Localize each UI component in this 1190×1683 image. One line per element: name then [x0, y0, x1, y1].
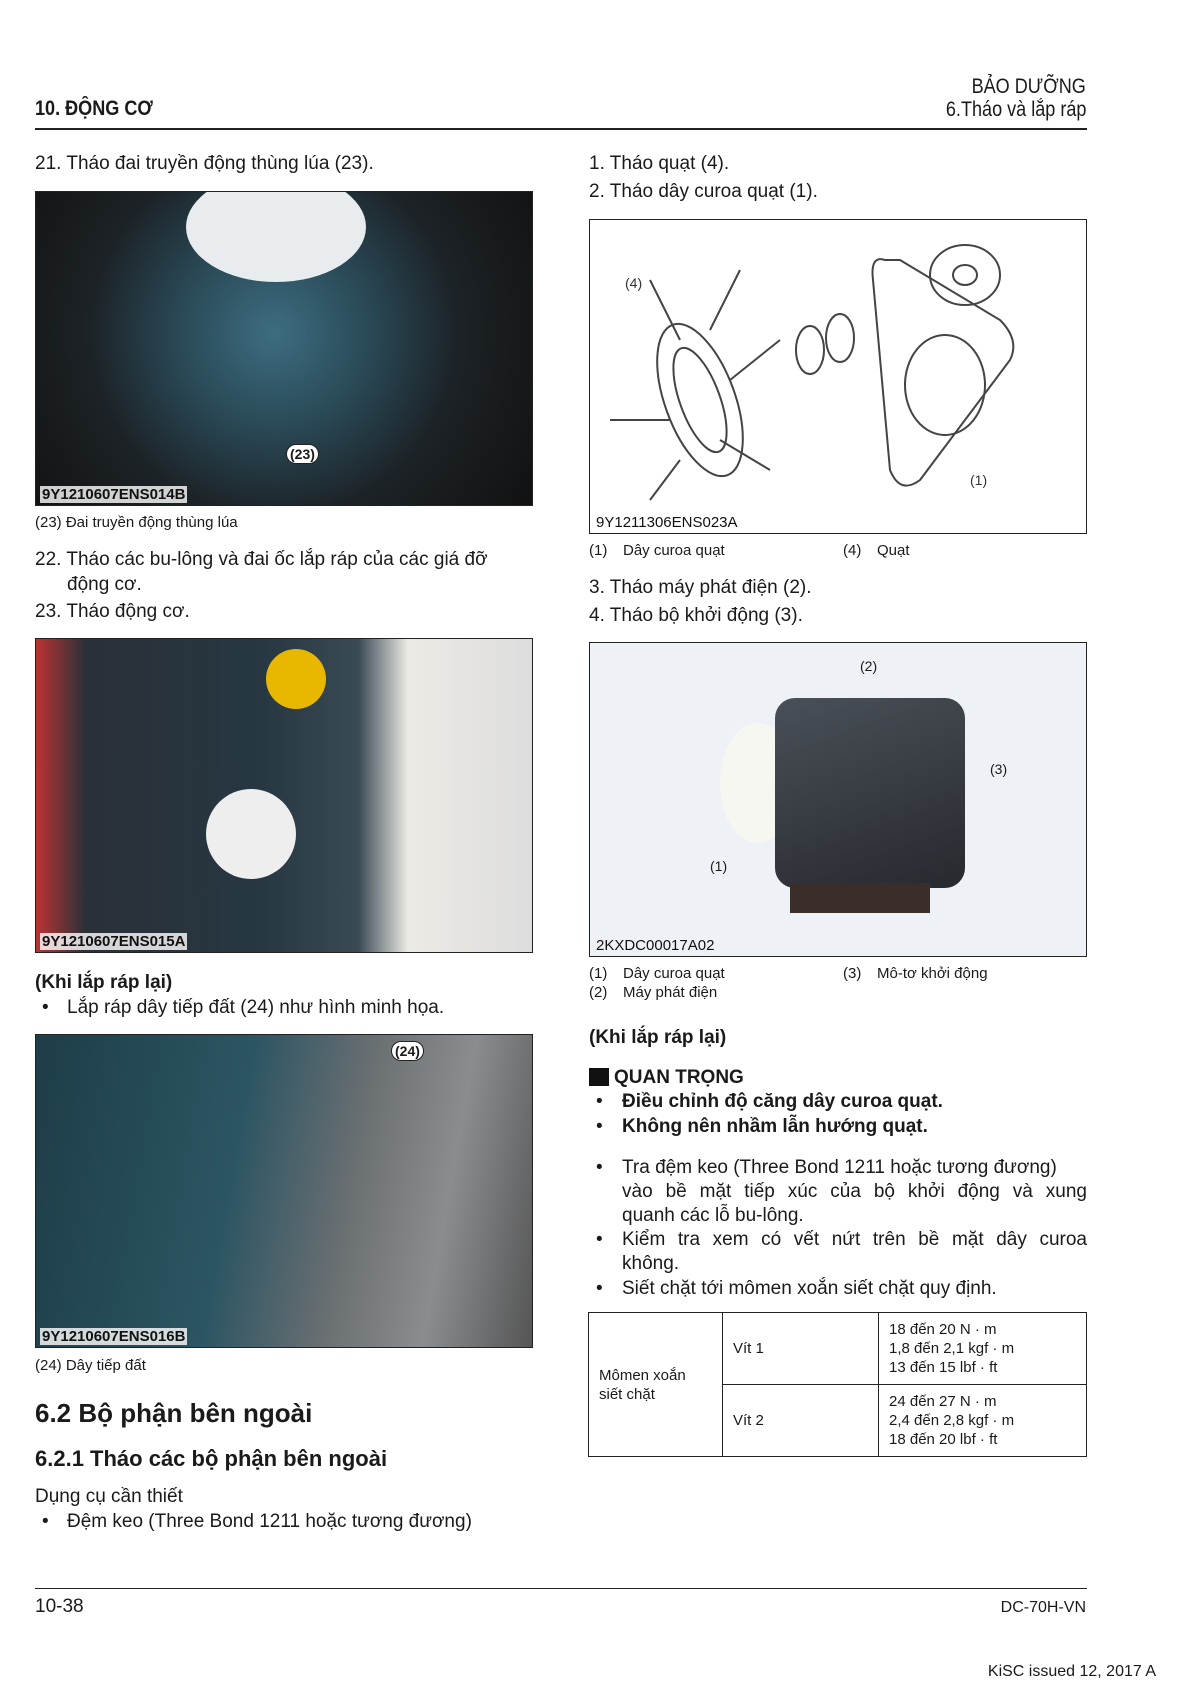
issue-note: KiSC issued 12, 2017 A: [987, 1663, 1156, 1680]
photo-engine-removal: 9Y1210607ENS015A: [35, 638, 533, 953]
bullet-dot: •: [42, 1511, 49, 1532]
torque-label-line: siết chặt: [599, 1385, 655, 1403]
bullet-dot: •: [596, 1157, 603, 1178]
callout-23: (23): [286, 444, 319, 464]
step-1: 1. Tháo quạt (4).: [589, 153, 730, 174]
bullet-dot: •: [596, 1229, 603, 1250]
label-3: (3): [990, 761, 1008, 777]
section-title: 10. ĐỘNG CƠ: [35, 97, 153, 120]
fig1-cap1: Dây curoa quạt: [623, 542, 725, 559]
fig1-cap4-num: (4): [843, 542, 862, 559]
torque-values: 24 đến 27 N · m 2,4 đến 2,8 kgf · m 18 đến…: [878, 1384, 1087, 1457]
subsection-title: 6.Tháo và lắp ráp: [945, 98, 1086, 121]
torque-value: 18 đến 20 lbf · ft: [889, 1431, 998, 1448]
footer-rule: [35, 1588, 1087, 1589]
fig2-cap2: Máy phát điện: [623, 984, 718, 1001]
engine-mount: [790, 883, 930, 913]
photo-code: 9Y1210607ENS014B: [40, 486, 188, 503]
important-bullet: Không nên nhầm lẫn hướng quạt.: [622, 1116, 928, 1137]
reassembly-heading: (Khi lắp ráp lại): [35, 972, 173, 993]
chapter-title: BẢO DƯỠNG: [971, 75, 1086, 98]
engine-photo: (2) (3) (1) 2KXDC00017A02: [589, 642, 1087, 957]
bullet-text: quanh các lỗ bu-lông.: [622, 1205, 804, 1226]
fig2-cap2-num: (2): [589, 984, 608, 1001]
torque-values: 18 đến 20 N · m 1,8 đến 2,1 kgf · m 13 đến…: [878, 1312, 1087, 1385]
screw-name: Vít 1: [722, 1312, 879, 1385]
step-22-cont: động cơ.: [67, 574, 142, 595]
important-bullet: Điều chỉnh độ căng dây curoa quạt.: [622, 1091, 943, 1112]
bullet-text: Kiểm tra xem có vết nứt trên bề mặt dây …: [622, 1229, 1087, 1250]
heading-6-2-1: 6.2.1 Tháo các bộ phận bên ngoài: [35, 1446, 388, 1471]
torque-value: 1,8 đến 2,1 kgf · m: [889, 1340, 1015, 1357]
figure-code: 2KXDC00017A02: [596, 937, 715, 954]
fig2-cap3: Mô-tơ khởi động: [877, 965, 988, 982]
step-4: 4. Tháo bộ khởi động (3).: [589, 605, 803, 626]
doc-code: DC-70H-VN: [1000, 1599, 1086, 1616]
bullet-text: Siết chặt tới mômen xoắn siết chặt quy đ…: [622, 1278, 997, 1299]
fig1-cap4: Quạt: [877, 542, 910, 559]
heading-6-2: 6.2 Bộ phận bên ngoài: [35, 1398, 313, 1428]
screw-name: Vít 2: [722, 1384, 879, 1457]
header-rule: [35, 128, 1087, 130]
photo-thresher-belt: (23) 9Y1210607ENS014B: [35, 191, 533, 506]
fig2-cap1: Dây curoa quạt: [623, 965, 725, 982]
tools-label: Dụng cụ cần thiết: [35, 1486, 183, 1507]
fig2-cap3-num: (3): [843, 965, 862, 982]
bullet-dot: •: [596, 1116, 603, 1137]
torque-value: 2,4 đến 2,8 kgf · m: [889, 1412, 1015, 1429]
photo-ground-wire: (24) 9Y1210607ENS016B: [35, 1034, 533, 1348]
bullet-dot: •: [596, 1278, 603, 1299]
label-4: (4): [625, 275, 642, 291]
bullet-text: vào bề mặt tiếp xúc của bộ khởi động và …: [622, 1181, 1087, 1202]
step-3: 3. Tháo máy phát điện (2).: [589, 577, 812, 598]
fan-belt-drawing: (4) (1): [610, 244, 1015, 501]
photo3-caption: (24) Dây tiếp đất: [35, 1357, 146, 1374]
fan-blade-shape: [186, 192, 366, 282]
page-number: 10-38: [35, 1596, 84, 1617]
tools-bullet: Đệm keo (Three Bond 1211 hoặc tương đươn…: [67, 1511, 472, 1532]
bullet-text: không.: [622, 1253, 680, 1274]
reassembly-bullet: Lắp ráp dây tiếp đất (24) như hình minh …: [67, 997, 445, 1018]
callout-24: (24): [391, 1041, 424, 1061]
hoist-shape: [266, 649, 326, 709]
label-1: (1): [710, 858, 728, 874]
figure-code: 9Y1211306ENS023A: [596, 514, 738, 531]
fig1-cap1-num: (1): [589, 542, 608, 559]
fan-belt-diagram: (4) (1) 9Y1211306ENS023A: [589, 219, 1087, 534]
step-2: 2. Tháo dây curoa quạt (1).: [589, 181, 818, 202]
reassembly-heading-right: (Khi lắp ráp lại): [589, 1027, 727, 1048]
step-23: 23. Tháo động cơ.: [35, 601, 190, 622]
bullet-dot: •: [42, 997, 49, 1018]
fig2-cap1-num: (1): [589, 965, 608, 982]
torque-label-line: Mômen xoắn: [599, 1366, 686, 1384]
bullet-dot: •: [596, 1091, 603, 1112]
photo-code: 9Y1210607ENS016B: [40, 1328, 188, 1345]
important-heading: QUAN TRỌNG: [614, 1067, 744, 1088]
step-21: 21. Tháo đai truyền động thùng lúa (23).: [35, 153, 374, 174]
fan-shape: [206, 789, 296, 879]
photo-code: 9Y1210607ENS015A: [40, 933, 188, 950]
label-2: (2): [860, 658, 878, 674]
torque-value: 24 đến 27 N · m: [889, 1393, 997, 1410]
engine-shape: [775, 698, 965, 888]
important-square-icon: [589, 1068, 609, 1086]
bullet-text: Tra đệm keo (Three Bond 1211 hoặc tương …: [622, 1157, 1057, 1178]
label-1: (1): [970, 472, 987, 488]
photo1-caption: (23) Đai truyền động thùng lúa: [35, 514, 238, 531]
torque-value: 13 đến 15 lbf · ft: [889, 1359, 998, 1376]
step-22: 22. Tháo các bu-lông và đai ốc lắp ráp c…: [35, 549, 488, 570]
torque-value: 18 đến 20 N · m: [889, 1321, 997, 1338]
